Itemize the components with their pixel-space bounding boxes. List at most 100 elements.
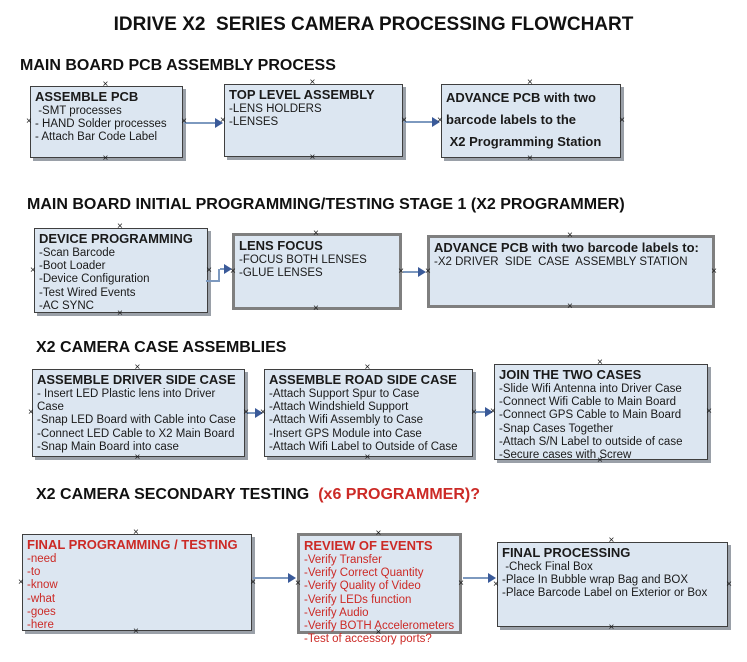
connector-handle-icon[interactable]: × [134,362,141,373]
box-items: -Attach Support Spur to Case-Attach Wind… [269,388,468,454]
connector-handle-icon[interactable]: × [309,77,316,88]
flow-box-advance-pcb-programming-station[interactable]: ADVANCE PCB with two barcode labels to t… [437,78,625,164]
connector-handle-icon[interactable]: × [243,407,249,418]
box-title: REVIEW OF EVENTS [304,538,433,553]
connector-handle-icon[interactable]: × [26,116,32,127]
connector-handle-icon[interactable]: × [18,576,24,588]
connector-handle-icon[interactable]: × [401,114,407,126]
box-item: - Insert LED Plastic lens into Driver Ca… [37,388,219,414]
connector-handle-icon[interactable]: × [619,115,625,126]
connector-handle-icon[interactable]: × [230,265,236,277]
connector-handle-icon[interactable]: × [117,308,123,319]
box-item: -X2 DRIVER SIDE CASE ASSEMBLY STATION [434,256,688,268]
flow-box-advance-pcb-case-assembly[interactable]: ADVANCE PCB with two barcode labels to: … [425,231,717,312]
connector-handle-icon[interactable]: × [313,228,319,239]
connector-handle-icon[interactable]: × [490,406,496,417]
flow-box-assemble-pcb[interactable]: ASSEMBLE PCB -SMT processes- HAND Solder… [26,80,187,164]
box-item: - HAND Solder processes [35,118,167,131]
connector-handle-icon[interactable]: × [133,527,139,538]
connector-handle-icon[interactable]: × [220,114,226,126]
connector-handle-icon[interactable]: × [117,221,123,232]
box-item: -what [27,592,56,605]
connector-handle-icon[interactable]: × [597,357,603,368]
box-title: ASSEMBLE ROAD SIDE CASE [269,372,457,387]
arrowhead-icon [418,267,426,277]
arrowhead-icon [485,407,493,417]
connector-handle-icon[interactable]: × [597,455,603,466]
box-items: -FOCUS BOTH LENSES-GLUE LENSES [239,254,395,280]
connector-handle-icon[interactable]: × [567,230,573,241]
connector-handle-icon[interactable]: × [706,406,712,417]
box-item: -Scan Barcode [39,247,116,259]
flow-box-assemble-road-side-case[interactable]: ASSEMBLE ROAD SIDE CASE -Attach Support … [260,363,477,463]
connector-handle-icon[interactable]: × [375,528,382,539]
section-heading-initial-programming: MAIN BOARD INITIAL PROGRAMMING/TESTING S… [27,196,625,214]
box-item: -Attach Wifi Assembly to Case [269,414,424,427]
flow-box-device-programming[interactable]: DEVICE PROGRAMMING -Scan Barcode-Boot Lo… [30,222,212,319]
box-item: -GLUE LENSES [239,267,323,280]
connector-handle-icon[interactable]: × [527,153,533,164]
connector-handle-icon[interactable]: × [375,627,382,638]
arrowhead-icon [288,573,296,583]
connector-handle-icon[interactable]: × [608,622,615,633]
flow-box-final-processing[interactable]: FINAL PROCESSING -Check Final Box-Place … [493,536,732,633]
connector-handle-icon[interactable]: × [102,153,109,164]
connector-handle-icon[interactable]: × [260,407,266,418]
section-heading-pcb-assembly: MAIN BOARD PCB ASSEMBLY PROCESS [20,57,336,75]
box-items: -Check Final Box-Place In Bubble wrap Ba… [502,561,723,601]
box-item: -Attach Wifi Label to Outside of Case [269,440,458,453]
flow-box-assemble-driver-side-case[interactable]: ASSEMBLE DRIVER SIDE CASE - Insert LED P… [28,363,249,463]
box-title: ADVANCE PCB with two barcode labels to: [434,240,699,255]
connector-handle-icon[interactable]: × [711,265,717,277]
page-title: IDRIVE X2 SERIES CAMERA PROCESSING FLOWC… [113,14,634,35]
connector-handle-icon[interactable]: × [493,578,499,590]
connector-handle-icon[interactable]: × [295,577,301,589]
connector-handle-icon[interactable]: × [726,578,732,590]
connector-handle-icon[interactable]: × [102,79,109,90]
box-item: -Verify Transfer [304,554,382,566]
box-item: -Verify Quality of Video [304,580,421,593]
connector-handle-icon[interactable]: × [608,535,615,546]
connector-handle-icon[interactable]: × [425,265,431,277]
connector-handle-icon[interactable]: × [471,407,477,418]
box-item: -to [27,566,41,579]
box-item: -know [27,579,58,592]
box-item: -here [27,619,54,632]
connector-handle-icon[interactable]: × [28,407,34,418]
section-heading-secondary-testing: X2 CAMERA SECONDARY TESTING(x6 PROGRAMME… [36,486,480,504]
connector-handle-icon[interactable]: × [134,452,141,463]
connector-handle-icon[interactable]: × [313,303,319,314]
box-item: -FOCUS BOTH LENSES [239,254,367,266]
connector-handle-icon[interactable]: × [133,626,139,637]
box-items: -Scan Barcode-Boot Loader-Device Configu… [39,247,203,313]
box-item: -Attach Windshield Support [269,401,409,414]
flow-box-top-level-assembly[interactable]: TOP LEVEL ASSEMBLY -LENS HOLDERS-LENSES … [220,78,407,163]
box-item: -Attach S/N Label to outside of case [499,435,683,448]
box-title: LENS FOCUS [239,238,323,253]
flow-box-lens-focus[interactable]: LENS FOCUS -FOCUS BOTH LENSES-GLUE LENSE… [230,229,404,314]
connector-handle-icon[interactable]: × [181,116,187,127]
connector-handle-icon[interactable]: × [364,452,371,463]
box-item: -Connect LED Cable to X2 Main Board [37,427,235,440]
connector-handle-icon[interactable]: × [567,301,573,312]
box-items: - Insert LED Plastic lens into Driver Ca… [37,388,240,454]
connector-handle-icon[interactable]: × [364,362,371,373]
box-item: -Snap Cases Together [499,422,614,435]
connector-handle-icon[interactable]: × [30,264,36,276]
connector-handle-icon[interactable]: × [458,577,464,589]
box-title: JOIN THE TWO CASES [499,367,642,382]
connector-handle-icon[interactable]: × [398,265,404,277]
flow-box-review-of-events[interactable]: REVIEW OF EVENTS -Verify Transfer-Verify… [295,529,464,646]
connector-handle-icon[interactable]: × [250,576,256,588]
box-items: -SMT processes- HAND Solder processes- A… [35,105,178,145]
box-item: -Verify Correct Quantity [304,567,424,580]
connector-handle-icon[interactable]: × [206,264,212,276]
box-item: -Boot Loader [39,260,106,273]
connector-handle-icon[interactable]: × [437,115,443,126]
flow-box-join-the-two-cases[interactable]: JOIN THE TWO CASES -Slide Wifi Antenna i… [490,358,712,466]
connector-handle-icon[interactable]: × [527,77,533,88]
box-title: FINAL PROGRAMMING / TESTING [27,537,238,552]
connector-handle-icon[interactable]: × [309,152,316,163]
flow-box-final-programming-testing[interactable]: FINAL PROGRAMMING / TESTING -need-to-kno… [18,528,256,637]
